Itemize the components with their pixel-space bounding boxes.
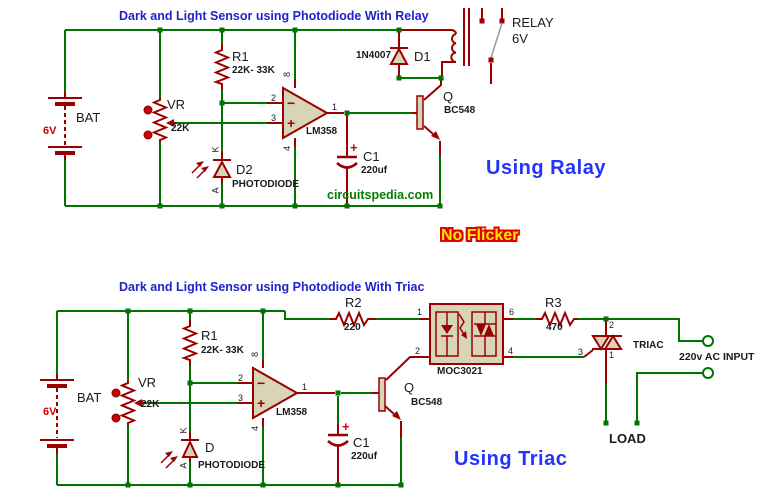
r3-value: 470	[546, 322, 563, 333]
relay-caption: Using Ralay	[486, 157, 606, 179]
opamp-pin3: 3	[271, 113, 277, 123]
r2-value: 220	[344, 322, 361, 333]
triac-circuit-schematic	[40, 303, 714, 488]
triac-caption: Using Triac	[454, 448, 568, 470]
opamp-minus-sign: −	[257, 375, 266, 391]
photodiode-cathode-label: K	[210, 146, 221, 153]
relay-coil-symbol	[401, 8, 470, 76]
battery-value: 6V	[43, 406, 57, 418]
transistor-value: BC548	[444, 105, 476, 116]
opamp-pin8: 8	[250, 351, 261, 358]
photodiode-ref: D	[205, 440, 215, 455]
relay-switch-symbol	[479, 8, 505, 84]
transistor-symbol	[378, 356, 430, 438]
d1-ref: D1	[414, 49, 431, 64]
resistor-r2-symbol	[330, 310, 376, 328]
opamp-minus-sign: −	[287, 95, 296, 111]
pot-ref: VR	[138, 375, 157, 390]
wire-junctions	[157, 27, 444, 209]
battery-ref: BAT	[77, 390, 102, 405]
opamp-pin4: 4	[250, 425, 261, 432]
battery-symbol	[48, 92, 82, 160]
resistor-r3-symbol	[536, 310, 578, 328]
relay-value: 6V	[512, 31, 528, 46]
photodiode-value: PHOTODIODE	[198, 460, 266, 471]
resistor-r1-symbol	[181, 320, 199, 366]
opamp-symbol	[267, 79, 419, 147]
opamp-pin2: 2	[238, 373, 244, 383]
photodiode-ref: D2	[236, 162, 253, 177]
battery-symbol	[40, 374, 74, 454]
transistor-ref: Q	[404, 380, 415, 395]
ac-input-label: 220v AC INPUT	[679, 351, 755, 363]
potentiometer-symbol	[111, 380, 145, 426]
triac-gate-pin: 3	[578, 347, 584, 357]
triac-ref: TRIAC	[633, 340, 664, 351]
opamp-pin1: 1	[332, 102, 338, 112]
opto-pin2: 2	[415, 346, 421, 356]
ac-input-terminals	[702, 335, 714, 379]
battery-value: 6V	[43, 125, 57, 137]
opamp-plus-sign: +	[287, 115, 296, 131]
opto-pin4: 4	[508, 346, 514, 356]
triac-symbol	[583, 319, 623, 384]
r1-ref: R1	[201, 328, 218, 343]
opto-pin1: 1	[417, 307, 423, 317]
opto-pin6: 6	[509, 307, 515, 317]
photodiode-symbol	[191, 152, 232, 184]
potentiometer-symbol	[143, 97, 176, 143]
cap-ref: C1	[363, 149, 380, 164]
brand-watermark: circuitspedia.com	[327, 188, 434, 202]
photodiode-symbol	[160, 432, 199, 469]
opamp-ic-name: LM358	[276, 407, 308, 418]
capacitor-symbol	[327, 424, 349, 485]
diode-d1-symbol	[389, 32, 409, 78]
pot-ref: VR	[167, 97, 186, 112]
battery-ref: BAT	[76, 110, 101, 125]
transistor-ref: Q	[443, 89, 454, 104]
opamp-plus-sign: +	[257, 395, 266, 411]
opamp-ic-name: LM358	[306, 126, 338, 137]
pot-value: 22K	[141, 399, 160, 410]
photodiode-value: PHOTODIODE	[232, 179, 300, 190]
opamp-pin8: 8	[282, 71, 293, 78]
relay-ref: RELAY	[512, 15, 554, 30]
opamp-pin2: 2	[271, 93, 277, 103]
cap-value: 220uf	[351, 451, 378, 462]
resistor-r1-symbol	[213, 44, 231, 90]
optocoupler-symbol	[420, 303, 513, 365]
opamp-pin3: 3	[238, 393, 244, 403]
photodiode-anode-label: A	[178, 462, 189, 469]
d1-value: 1N4007	[356, 50, 392, 61]
no-flicker-note: No Flicker	[441, 227, 519, 244]
cap-polarity-sign: +	[350, 140, 358, 155]
transistor-value: BC548	[411, 397, 443, 408]
photodiode-anode-label: A	[210, 187, 221, 194]
relay-circuit-schematic	[48, 8, 505, 209]
transistor-symbol	[416, 78, 442, 155]
triac-title: Dark and Light Sensor using Photodiode W…	[119, 280, 425, 294]
r1-value: 22K- 33K	[232, 65, 275, 76]
opamp-pin4: 4	[282, 145, 293, 152]
r1-ref: R1	[232, 49, 249, 64]
r1-value: 22K- 33K	[201, 345, 244, 356]
triac-mt2-pin: 2	[609, 320, 615, 330]
cap-ref: C1	[353, 435, 370, 450]
triac-mt1-pin: 1	[609, 350, 615, 360]
opamp-symbol	[238, 360, 379, 427]
cap-value: 220uf	[361, 165, 388, 176]
photodiode-cathode-label: K	[178, 427, 189, 434]
load-wire-ends	[603, 420, 640, 426]
opamp-pin1: 1	[302, 382, 308, 392]
wire-junctions	[125, 308, 609, 488]
cap-polarity-sign: +	[342, 419, 350, 434]
r3-ref: R3	[545, 295, 562, 310]
load-label: LOAD	[609, 431, 646, 446]
relay-title: Dark and Light Sensor using Photodiode W…	[119, 9, 429, 23]
capacitor-symbol	[336, 115, 358, 206]
opto-ref: MOC3021	[437, 366, 483, 377]
r2-ref: R2	[345, 295, 362, 310]
pot-value: 22K	[171, 123, 190, 134]
